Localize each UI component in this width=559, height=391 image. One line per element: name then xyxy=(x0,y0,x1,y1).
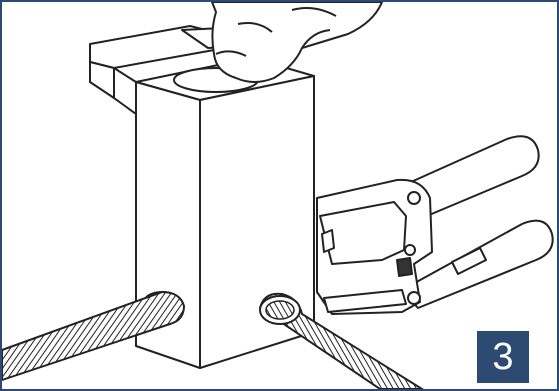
crimp-tool-icon xyxy=(317,136,553,314)
step-number-badge: 3 xyxy=(477,331,529,383)
hand-icon xyxy=(212,2,382,82)
